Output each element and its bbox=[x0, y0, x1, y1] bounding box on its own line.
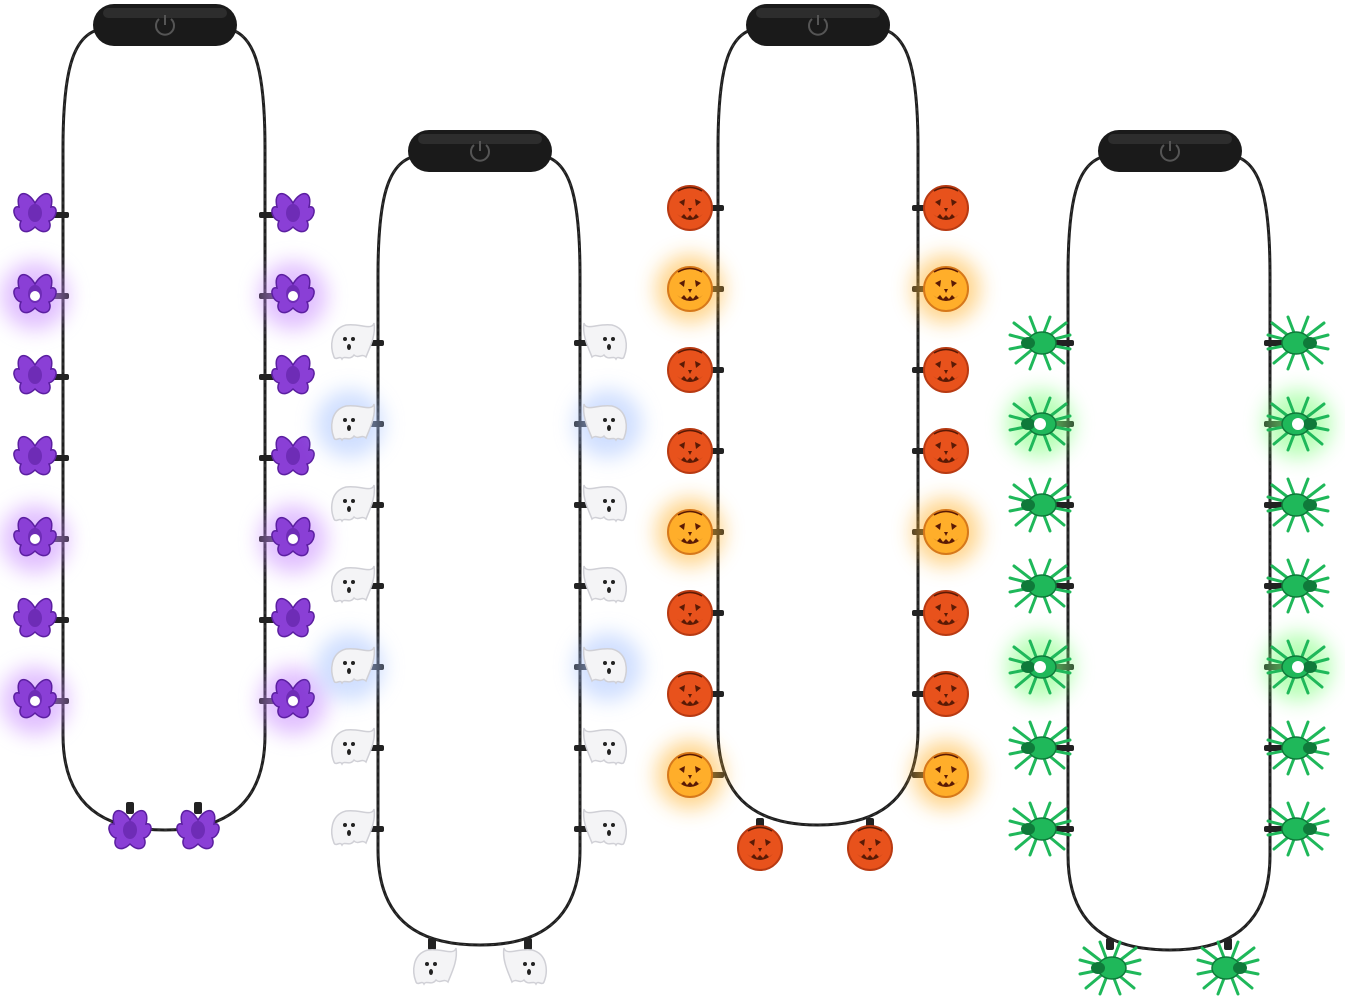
ghost-charm bbox=[582, 484, 627, 523]
bat-charm bbox=[271, 193, 315, 233]
bat-charm bbox=[108, 810, 152, 850]
ghost-charm bbox=[331, 808, 376, 847]
spider-charm bbox=[1266, 558, 1330, 614]
bat-charm bbox=[271, 598, 315, 638]
pumpkin-charm bbox=[667, 347, 713, 393]
pumpkin-charm bbox=[923, 428, 969, 474]
pumpkin-charm bbox=[667, 266, 713, 312]
ghost-charm bbox=[582, 808, 627, 847]
pumpkin-charm bbox=[923, 266, 969, 312]
spider-charm bbox=[1008, 720, 1072, 776]
necklaces-group bbox=[1, 4, 1332, 996]
spider-charm bbox=[1078, 940, 1142, 996]
bat-charm bbox=[13, 193, 57, 233]
spider-charm bbox=[1266, 477, 1330, 533]
spider-necklace bbox=[1006, 130, 1332, 996]
pumpkin-charm bbox=[923, 347, 969, 393]
charm-connector bbox=[428, 938, 436, 950]
spider-charm bbox=[1266, 801, 1330, 857]
ghost-charm bbox=[502, 947, 547, 986]
spider-charm bbox=[1266, 720, 1330, 776]
bat-charm bbox=[271, 436, 315, 476]
spider-charm bbox=[1008, 801, 1072, 857]
battery-box bbox=[746, 4, 890, 46]
charm-connector bbox=[126, 802, 134, 814]
spider-charm bbox=[1266, 315, 1330, 371]
bat-charm bbox=[13, 679, 57, 719]
battery-box bbox=[408, 130, 552, 172]
bat-charm bbox=[271, 355, 315, 395]
ghost-charm bbox=[331, 727, 376, 766]
pumpkin-charm bbox=[667, 752, 713, 798]
charm-connector bbox=[1224, 938, 1232, 950]
pumpkin-charm bbox=[923, 752, 969, 798]
ghost-charm bbox=[331, 565, 376, 604]
pumpkin-necklace bbox=[656, 4, 980, 871]
ghost-charm bbox=[331, 484, 376, 523]
pumpkin-charm bbox=[667, 671, 713, 717]
ghost-charm bbox=[582, 646, 627, 685]
power-icon[interactable] bbox=[470, 141, 490, 162]
power-icon[interactable] bbox=[1160, 141, 1180, 162]
ghost-necklace bbox=[316, 130, 642, 986]
bat-charm bbox=[13, 598, 57, 638]
power-icon[interactable] bbox=[808, 15, 828, 36]
pumpkin-charm bbox=[667, 509, 713, 555]
bat-charm bbox=[13, 436, 57, 476]
spider-charm bbox=[1266, 396, 1330, 452]
ghost-charm bbox=[331, 322, 376, 361]
power-icon[interactable] bbox=[155, 15, 175, 36]
pumpkin-charm bbox=[923, 185, 969, 231]
spider-charm bbox=[1008, 558, 1072, 614]
battery-box bbox=[1098, 130, 1242, 172]
spider-charm bbox=[1008, 639, 1072, 695]
charm-connector bbox=[524, 938, 532, 950]
charm-connector bbox=[194, 802, 202, 814]
pumpkin-charm bbox=[667, 590, 713, 636]
spider-charm bbox=[1196, 940, 1260, 996]
pumpkin-charm bbox=[847, 825, 893, 871]
bat-charm bbox=[13, 274, 57, 314]
ghost-charm bbox=[582, 403, 627, 442]
pumpkin-charm bbox=[737, 825, 783, 871]
pumpkin-charm bbox=[667, 185, 713, 231]
bat-necklace bbox=[1, 4, 327, 850]
pumpkin-charm bbox=[923, 671, 969, 717]
bat-charm bbox=[13, 517, 57, 557]
bat-charm bbox=[176, 810, 220, 850]
spider-charm bbox=[1008, 396, 1072, 452]
spider-charm bbox=[1266, 639, 1330, 695]
ghost-charm bbox=[413, 947, 458, 986]
battery-box bbox=[93, 4, 237, 46]
pumpkin-charm bbox=[667, 428, 713, 474]
bat-charm bbox=[13, 355, 57, 395]
bat-charm bbox=[271, 274, 315, 314]
spider-charm bbox=[1008, 477, 1072, 533]
spider-charm bbox=[1008, 315, 1072, 371]
pumpkin-charm bbox=[923, 590, 969, 636]
pumpkin-charm bbox=[923, 509, 969, 555]
charm-connector bbox=[1106, 938, 1114, 950]
ghost-charm bbox=[331, 646, 376, 685]
ghost-charm bbox=[582, 322, 627, 361]
ghost-charm bbox=[582, 727, 627, 766]
ghost-charm bbox=[582, 565, 627, 604]
ghost-charm bbox=[331, 403, 376, 442]
bat-charm bbox=[271, 679, 315, 719]
bat-charm bbox=[271, 517, 315, 557]
